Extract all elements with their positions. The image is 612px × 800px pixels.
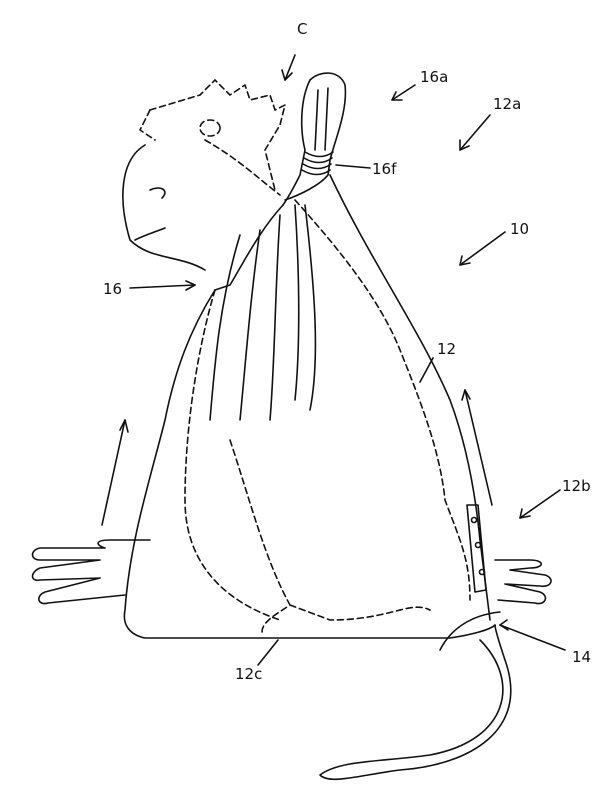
- label-16f: 16f: [372, 160, 397, 178]
- label-12c: 12c: [235, 665, 263, 683]
- paws: [31, 539, 552, 605]
- label-12: 12: [437, 340, 457, 358]
- leader-arrows: [101, 54, 566, 666]
- label-10: 10: [510, 220, 530, 238]
- tail: [319, 624, 512, 781]
- bag: [123, 72, 501, 651]
- label-12a: 12a: [493, 95, 522, 113]
- label-16: 16: [103, 280, 123, 298]
- cat-head: [122, 79, 286, 271]
- label-16a: 16a: [420, 68, 449, 86]
- label-12b: 12b: [562, 477, 591, 495]
- label-c: C: [297, 20, 308, 38]
- label-14: 14: [572, 648, 592, 666]
